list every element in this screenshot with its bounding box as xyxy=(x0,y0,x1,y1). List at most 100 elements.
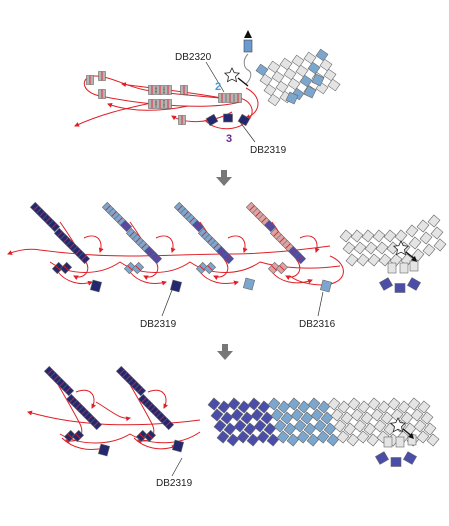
bead xyxy=(315,48,329,62)
bead xyxy=(240,411,254,425)
bead xyxy=(205,113,219,127)
bead xyxy=(422,243,436,257)
leader-line xyxy=(239,121,256,143)
bead xyxy=(323,68,337,82)
bead xyxy=(327,397,341,411)
bead xyxy=(408,236,422,250)
bead xyxy=(372,229,386,243)
bead xyxy=(390,408,404,422)
bead xyxy=(303,51,317,65)
bead xyxy=(419,231,433,245)
bead xyxy=(221,251,235,265)
bead xyxy=(320,411,334,425)
bead xyxy=(433,238,447,252)
bead xyxy=(178,115,186,125)
bead xyxy=(230,408,244,422)
bead xyxy=(236,430,250,444)
label-db2319: DB2319 xyxy=(156,478,193,489)
bead xyxy=(203,261,217,275)
bead xyxy=(367,397,381,411)
bead xyxy=(119,219,133,233)
bead xyxy=(293,251,307,265)
bead xyxy=(375,451,389,465)
bead xyxy=(339,229,353,243)
bead xyxy=(223,422,237,436)
step-number-2: 2 xyxy=(215,81,221,93)
bead xyxy=(430,226,444,240)
bead xyxy=(326,433,340,447)
bead xyxy=(255,63,269,77)
bead xyxy=(409,260,419,272)
bead xyxy=(61,383,75,397)
bead xyxy=(267,261,281,275)
bead xyxy=(270,408,284,422)
bead xyxy=(330,408,344,422)
bead-cluster xyxy=(29,201,447,293)
bead xyxy=(220,411,234,425)
bead xyxy=(267,397,281,411)
bead xyxy=(399,262,409,274)
bead xyxy=(356,253,370,267)
bead xyxy=(383,229,397,243)
leader-line xyxy=(205,61,225,93)
bead xyxy=(267,60,281,74)
bead xyxy=(291,54,305,68)
bead xyxy=(317,400,331,414)
bead xyxy=(303,422,317,436)
bead xyxy=(343,422,357,436)
bead xyxy=(123,261,137,275)
bead xyxy=(345,253,359,267)
needle-icon xyxy=(243,30,253,85)
bead xyxy=(89,417,103,431)
bead xyxy=(149,251,163,265)
bead xyxy=(98,89,106,99)
bead xyxy=(59,261,73,275)
label-db2320: DB2320 xyxy=(175,52,212,63)
bead xyxy=(353,419,367,433)
bead xyxy=(337,400,351,414)
leader-line xyxy=(171,457,183,477)
bead xyxy=(275,80,289,94)
bead xyxy=(77,251,91,265)
bead xyxy=(353,241,367,255)
bead xyxy=(360,411,374,425)
bead xyxy=(300,411,314,425)
bead xyxy=(133,383,147,397)
bead xyxy=(420,411,434,425)
step-arrow-icon xyxy=(216,170,232,186)
bead xyxy=(416,430,430,444)
bead xyxy=(156,99,164,109)
bead xyxy=(63,429,77,443)
bead xyxy=(361,229,375,243)
bead xyxy=(217,400,231,414)
step-3-panel: DB2319 xyxy=(27,365,440,489)
bead xyxy=(271,70,285,84)
bead xyxy=(299,74,313,88)
step-number-3: 3 xyxy=(226,133,232,145)
bead xyxy=(247,397,261,411)
bead xyxy=(379,277,393,291)
bead xyxy=(276,430,290,444)
bead xyxy=(366,433,380,447)
bead xyxy=(257,400,271,414)
bead xyxy=(342,241,356,255)
bead xyxy=(327,78,341,92)
bead xyxy=(273,419,287,433)
bead xyxy=(277,400,291,414)
star-start-icon xyxy=(389,417,414,439)
bead xyxy=(263,219,277,233)
bead xyxy=(383,436,393,448)
bead xyxy=(427,214,441,228)
bead xyxy=(227,397,241,411)
bead xyxy=(259,73,273,87)
bead xyxy=(397,400,411,414)
bead xyxy=(394,283,406,293)
bead xyxy=(410,408,424,422)
bead xyxy=(97,443,111,457)
label-db2319: DB2319 xyxy=(250,145,287,156)
bead xyxy=(373,419,387,433)
bead xyxy=(243,422,257,436)
bead xyxy=(297,400,311,414)
bead xyxy=(363,422,377,436)
